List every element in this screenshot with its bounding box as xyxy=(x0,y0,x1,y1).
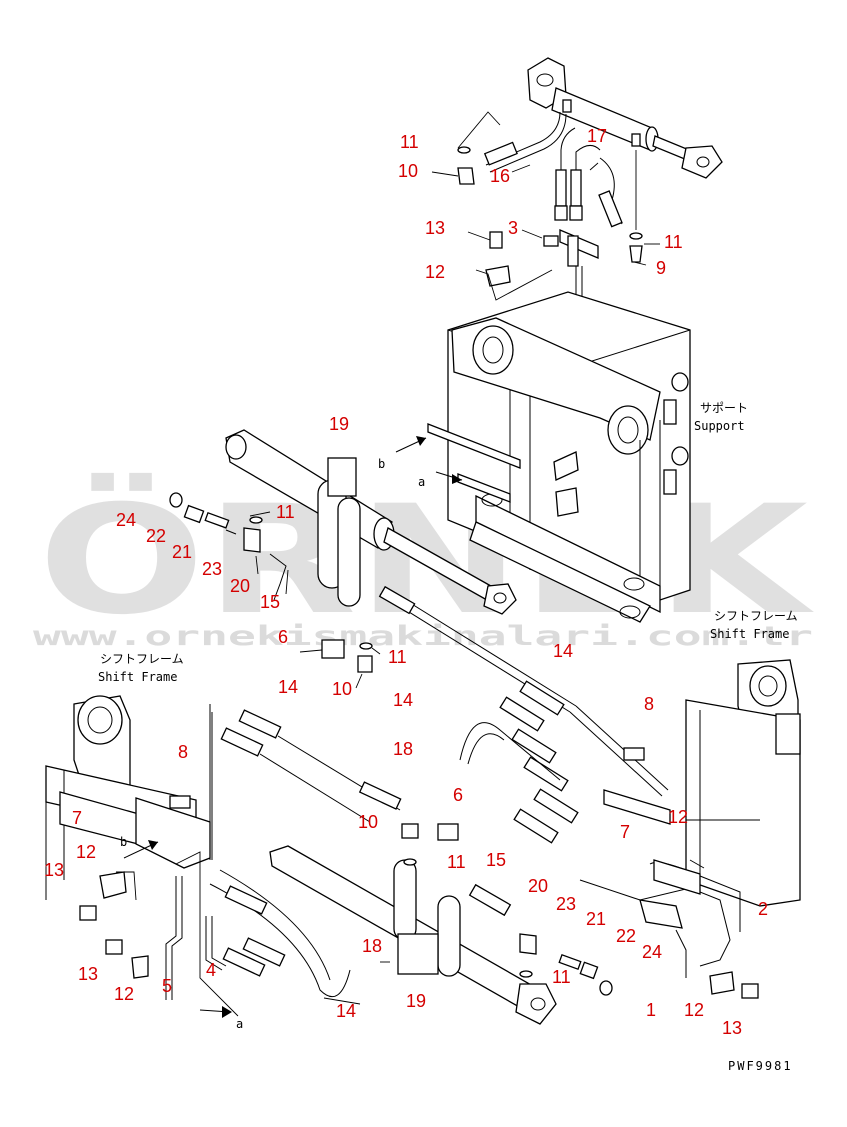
callout: 4 xyxy=(206,960,216,980)
diagram-labels: サポート Support シフトフレーム Shift Frame シフトフレーム… xyxy=(98,401,798,1073)
callout: 20 xyxy=(528,876,548,896)
callout: 14 xyxy=(278,677,298,697)
callout: 10 xyxy=(332,679,352,699)
view-arrows xyxy=(123,436,463,1018)
callout: 23 xyxy=(556,894,576,914)
callout: 14 xyxy=(553,641,573,661)
callout: 13 xyxy=(78,964,98,984)
callout: 13 xyxy=(722,1018,742,1038)
callout: 18 xyxy=(362,936,382,956)
callout: 20 xyxy=(230,576,250,596)
callout: 23 xyxy=(202,559,222,579)
callout: 3 xyxy=(508,218,518,238)
callout: 11 xyxy=(400,132,419,152)
callout: 24 xyxy=(642,942,662,962)
callout: 19 xyxy=(406,991,426,1011)
callout: 18 xyxy=(393,739,413,759)
callout: 24 xyxy=(116,510,136,530)
lower-left-hoses xyxy=(209,709,613,1025)
callout: 17 xyxy=(587,126,607,146)
view-a-marker: a xyxy=(418,475,425,489)
drawing-code: PWF9981 xyxy=(728,1059,793,1073)
callout: 6 xyxy=(453,785,463,805)
callout: 12 xyxy=(76,842,96,862)
callout: 13 xyxy=(44,860,64,880)
view-b-marker: b xyxy=(378,457,385,471)
callout: 7 xyxy=(72,808,82,828)
callout: 11 xyxy=(388,647,407,667)
callout: 21 xyxy=(586,909,606,929)
callout-numbers: 11 10 16 17 13 3 11 12 9 19 24 22 21 11 … xyxy=(44,126,768,1038)
callout: 11 xyxy=(447,852,466,872)
shift-frame-left-jp: シフトフレーム xyxy=(100,652,184,666)
callout: 11 xyxy=(276,502,295,522)
middle-shift-cylinder xyxy=(169,429,577,713)
callout: 7 xyxy=(620,822,630,842)
callout: 22 xyxy=(616,926,636,946)
callout: 12 xyxy=(425,262,445,282)
callout: 10 xyxy=(398,161,418,181)
callout: 12 xyxy=(684,1000,704,1020)
support-frame xyxy=(427,291,691,623)
callout: 12 xyxy=(114,984,134,1004)
callout: 5 xyxy=(162,976,172,996)
callout: 22 xyxy=(146,526,166,546)
left-shift-frame xyxy=(45,695,239,1017)
callout: 11 xyxy=(664,232,683,252)
support-label-en: Support xyxy=(694,419,745,433)
callout: 2 xyxy=(758,899,768,919)
callout: 15 xyxy=(260,592,280,612)
watermark-url: www.ornekismakinalari.com.tr xyxy=(33,621,813,652)
callout: 14 xyxy=(336,1001,356,1021)
shift-frame-left-en: Shift Frame xyxy=(98,670,177,684)
callout: 15 xyxy=(486,850,506,870)
support-label-jp: サポート xyxy=(700,401,748,415)
shift-frame-right-en: Shift Frame xyxy=(710,627,789,641)
upper-shift-cylinder-assembly xyxy=(527,57,723,179)
callout: 11 xyxy=(552,967,571,987)
shift-frame-right-jp: シフトフレーム xyxy=(714,609,798,623)
upper-hoses xyxy=(431,111,660,470)
callout: 12 xyxy=(668,807,688,827)
right-shift-frame xyxy=(459,659,801,999)
callout: 1 xyxy=(646,1000,656,1020)
callout: 16 xyxy=(490,166,510,186)
view-b-marker: b xyxy=(120,835,127,849)
callout: 14 xyxy=(393,690,413,710)
callout: 8 xyxy=(178,742,188,762)
callout: 21 xyxy=(172,542,192,562)
callout: 6 xyxy=(278,627,288,647)
callout: 13 xyxy=(425,218,445,238)
callout: 10 xyxy=(358,812,378,832)
view-a-marker: a xyxy=(236,1017,243,1031)
callout: 9 xyxy=(656,258,666,278)
callout: 8 xyxy=(644,694,654,714)
callout: 19 xyxy=(329,414,349,434)
